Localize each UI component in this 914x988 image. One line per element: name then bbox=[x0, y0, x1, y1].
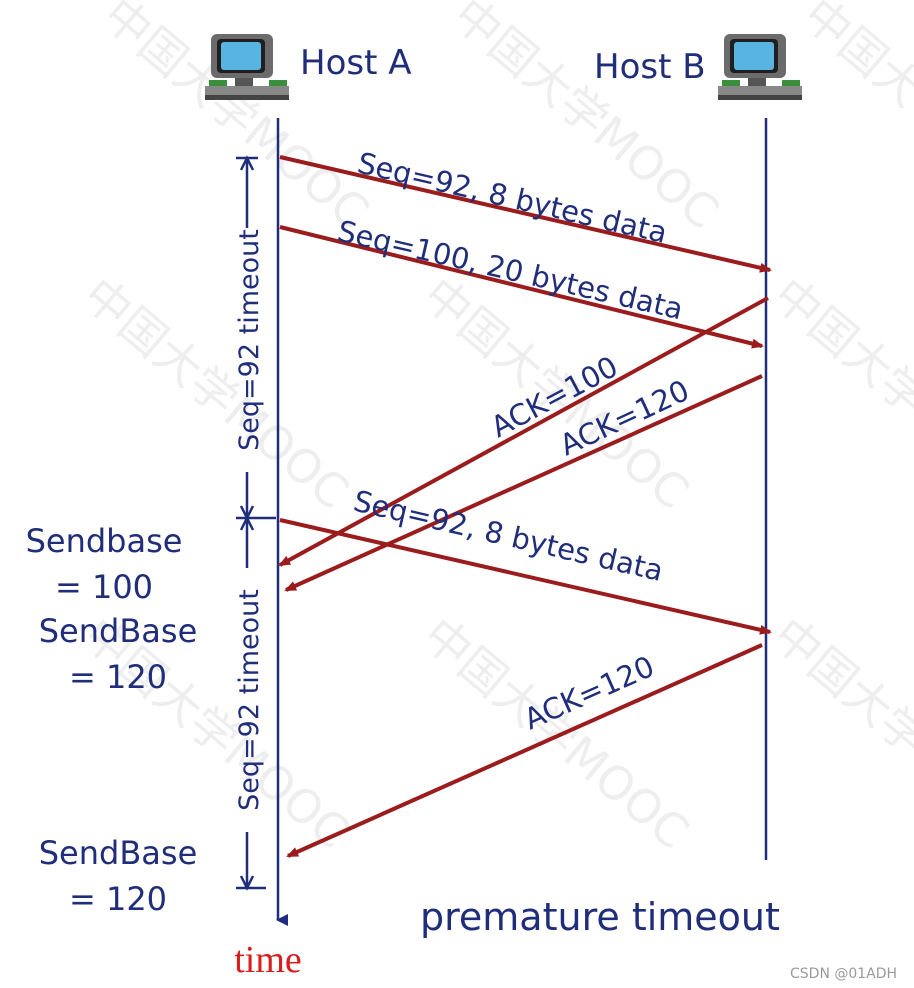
sendbase-second-line2: = 120 bbox=[69, 658, 167, 696]
seq92-retx-arrow bbox=[279, 518, 772, 635]
seq100-arrow bbox=[279, 225, 764, 349]
ack120-second-arrow bbox=[286, 643, 763, 858]
sendbase-first-line2: = 100 bbox=[55, 568, 153, 606]
watermark-text: 中国大学MOOC bbox=[793, 0, 914, 239]
sendbase-third-line2: = 120 bbox=[69, 880, 167, 918]
watermark-text: 中国大学MOOC bbox=[413, 607, 699, 859]
host-a-computer-icon bbox=[205, 34, 289, 100]
time-axis-label: time bbox=[234, 939, 302, 981]
host-b-label: Host B bbox=[594, 47, 706, 87]
second-timeout-label: Seq=92 timeout bbox=[234, 589, 265, 811]
seq92-first-arrow bbox=[279, 155, 772, 273]
premature-timeout-caption: premature timeout bbox=[420, 895, 780, 939]
host-a-label: Host A bbox=[300, 43, 411, 83]
host-b-computer-icon bbox=[718, 34, 802, 100]
watermark-text: 中国大学MOOC bbox=[73, 267, 359, 519]
second-timeout-bracket bbox=[236, 515, 266, 891]
sendbase-third-line1: SendBase bbox=[39, 834, 198, 872]
watermark-text: 中国大学MOOC bbox=[763, 267, 914, 519]
sendbase-second-line1: SendBase bbox=[39, 612, 198, 650]
credit-text: CSDN @01ADH bbox=[790, 966, 897, 982]
first-timeout-label: Seq=92 timeout bbox=[234, 229, 265, 451]
watermark-text: 中国大学MOOC bbox=[763, 607, 914, 859]
ack100-arrow bbox=[278, 296, 769, 567]
ack120-first-arrow bbox=[284, 374, 763, 592]
sendbase-first-line1: Sendbase bbox=[26, 522, 183, 560]
